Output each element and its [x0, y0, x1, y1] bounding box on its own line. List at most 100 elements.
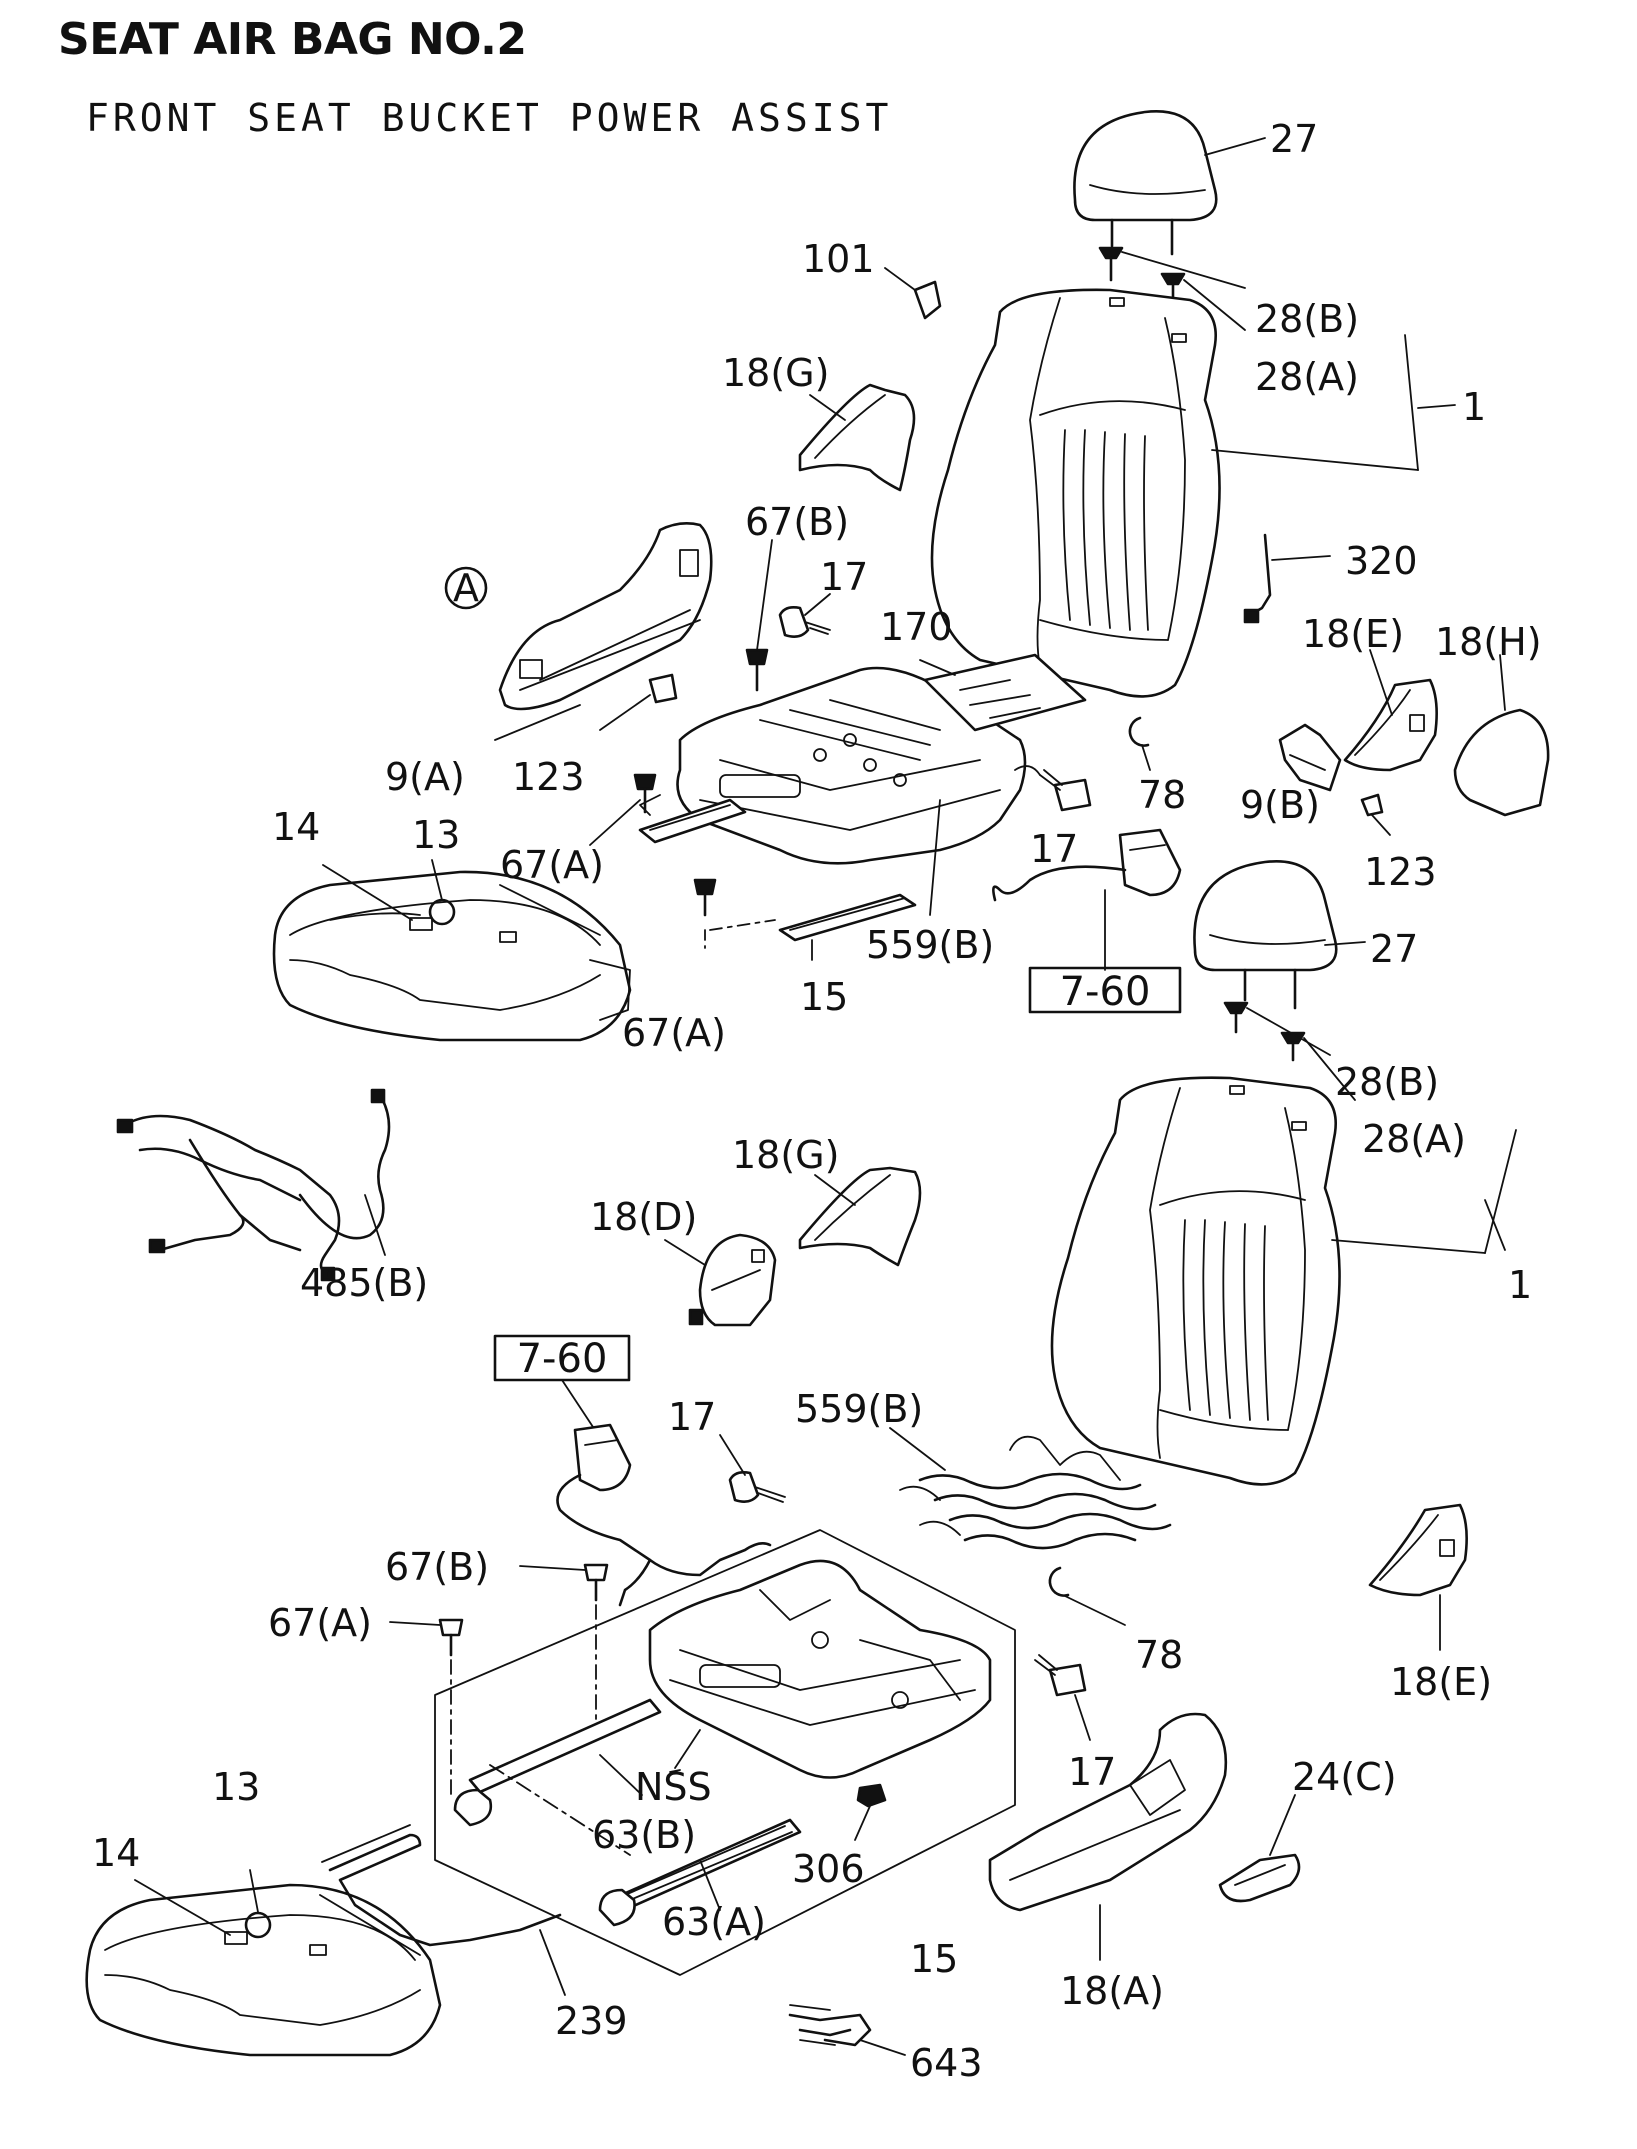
plate-170 [919, 653, 1087, 732]
seat-back-top [930, 288, 1456, 698]
trim-18g-mid [798, 1166, 922, 1267]
label-nss: NSS [635, 1765, 712, 1809]
page-title: SEAT AIR BAG NO.2 [58, 14, 527, 65]
label-559b-low: 559(B) [795, 1387, 923, 1431]
label-13-low: 13 [212, 1765, 260, 1809]
label-17-bottom: 17 [1068, 1750, 1116, 1794]
label-28a-top: 28(A) [1255, 355, 1359, 399]
label-18a: 18(A) [1060, 1969, 1164, 2013]
label-18g-mid: 18(G) [732, 1133, 839, 1177]
rails-15-top [638, 798, 917, 961]
label-67a-mid: 67(A) [500, 843, 604, 887]
label-28b-mid: 28(B) [1335, 1060, 1439, 1104]
headrest-guides-top [1098, 246, 1246, 331]
label-643: 643 [910, 2041, 983, 2085]
label-63b: 63(B) [592, 1813, 696, 1857]
label-24c: 24(C) [1292, 1755, 1397, 1799]
clip-78-lower [1048, 1566, 1126, 1626]
label-67b-top: 67(B) [745, 500, 849, 544]
label-485b: 485(B) [300, 1261, 428, 1305]
label-14-top: 14 [272, 805, 320, 849]
page-subtitle: FRONT SEAT BUCKET POWER ASSIST [86, 96, 893, 140]
label-27-mid: 27 [1370, 927, 1418, 971]
label-27-top: 27 [1270, 117, 1318, 161]
label-559b-top: 559(B) [866, 923, 994, 967]
label-13-top: 13 [412, 813, 460, 857]
rails-63 [453, 1698, 802, 1927]
label-28b-top: 28(B) [1255, 297, 1359, 341]
bolt-67a-bottom [389, 1618, 464, 1801]
label-306: 306 [792, 1847, 865, 1891]
label-9b: 9(B) [1240, 783, 1320, 827]
bolt-67a-low [693, 878, 776, 949]
label-78-top: 78 [1138, 773, 1186, 817]
label-123-right: 123 [1364, 850, 1437, 894]
seat-frame-lower [648, 1559, 992, 1779]
label-101: 101 [802, 237, 875, 281]
bolt-17-top [778, 593, 831, 638]
trim-18d [664, 1233, 777, 1327]
label-170: 170 [880, 605, 953, 649]
wire-239 [321, 1824, 566, 1996]
nut-306 [854, 1783, 887, 1841]
label-1-top: 1 [1462, 385, 1486, 429]
label-67a-bottom: 67(A) [268, 1601, 372, 1645]
label-18h: 18(H) [1435, 620, 1542, 664]
label-15-low: 15 [910, 1937, 958, 1981]
label-1-mid: 1 [1508, 1263, 1532, 1307]
seat-back-mid [1050, 1076, 1517, 1486]
part-643 [788, 2004, 906, 2056]
seat-cushion-lower [85, 1869, 442, 2057]
reference-box-upper: 7-60 [1060, 969, 1151, 1015]
label-18e-low: 18(E) [1390, 1660, 1492, 1704]
part-24c [1218, 1794, 1301, 1903]
label-78-low: 78 [1135, 1633, 1183, 1677]
clip-78-top [1128, 716, 1151, 771]
bolt-67a-mid [589, 773, 657, 846]
label-15-top: 15 [800, 975, 848, 1019]
label-28a-mid: 28(A) [1362, 1117, 1466, 1161]
label-18g-top: 18(G) [722, 351, 829, 395]
label-18d: 18(D) [590, 1195, 697, 1239]
part-320 [1243, 533, 1331, 624]
bolt-17-mid [1039, 769, 1092, 812]
label-123-left: 123 [512, 755, 585, 799]
seat-cushion-upper [272, 859, 632, 1042]
label-17-mid: 17 [1030, 827, 1078, 871]
harness-485b [116, 1088, 391, 1282]
side-shield-18a [988, 1712, 1228, 1961]
label-14-low: 14 [92, 1831, 140, 1875]
trim-18g-top [798, 383, 916, 492]
buckle-upper: 7-60 [992, 828, 1182, 1015]
bolt-17-lower [719, 1434, 786, 1503]
leader-559b-top [929, 799, 941, 916]
bolt-67b-top [745, 539, 773, 692]
bolt-67b-lower [519, 1563, 609, 1741]
label-320: 320 [1345, 539, 1418, 583]
label-63a: 63(A) [662, 1900, 766, 1944]
label-239: 239 [555, 1999, 628, 2043]
headrest-guides-mid [1223, 1001, 1356, 1101]
leader-nss [669, 1769, 681, 1773]
bolt-101 [884, 267, 942, 320]
right-upper-trims [1278, 649, 1550, 836]
bolt-17-bottom [1034, 1654, 1091, 1741]
label-17-top: 17 [820, 555, 868, 599]
label-18e-top: 18(E) [1302, 612, 1404, 656]
headrest-mid [1193, 860, 1366, 1010]
label-17-low: 17 [668, 1395, 716, 1439]
label-9a: 9(A) [385, 755, 465, 799]
reference-box-lower: 7-60 [517, 1336, 608, 1382]
label-67a-low: 67(A) [622, 1011, 726, 1055]
headrest-top [1073, 110, 1266, 256]
side-bracket-9a [494, 522, 713, 741]
callout-circle-a-label: A [453, 566, 479, 610]
springs-559b-lower [889, 1427, 1172, 1550]
lower-base-box [434, 1529, 1016, 1976]
trim-18e-lower [1368, 1503, 1468, 1651]
label-67b-low: 67(B) [385, 1545, 489, 1589]
buckle-lower: 7-60 [493, 1334, 772, 1607]
bolt-123-left [599, 673, 678, 731]
